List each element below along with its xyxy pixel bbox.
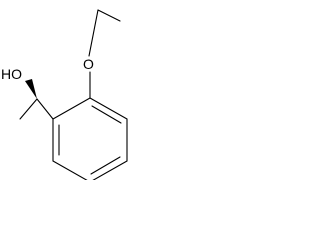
ring-bond-4: [52, 160, 88, 180]
ethyl-chain: [88, 9, 121, 57]
bond-ch3-ch2: [97, 9, 121, 22]
ring-bond-6: [52, 97, 91, 120]
chemical-structure: O HO: [1, 9, 128, 180]
ring-inner-double-bond-1: [91, 105, 122, 124]
stereo-wedge-bond: [25, 79, 37, 99]
bond-ch2-ether-oxygen: [88, 9, 99, 57]
ring-bond-1: [89, 97, 128, 120]
ether-oxygen-label: O: [83, 56, 94, 72]
ring-inner-double-bond-2: [90, 156, 121, 175]
benzene-ring: [52, 97, 128, 180]
ring-bond-3: [92, 160, 128, 180]
bond-ring-to-chiral-carbon: [36, 98, 54, 120]
hydroxyl-label: HO: [1, 66, 22, 82]
bond-chiral-carbon-methyl: [19, 98, 38, 120]
